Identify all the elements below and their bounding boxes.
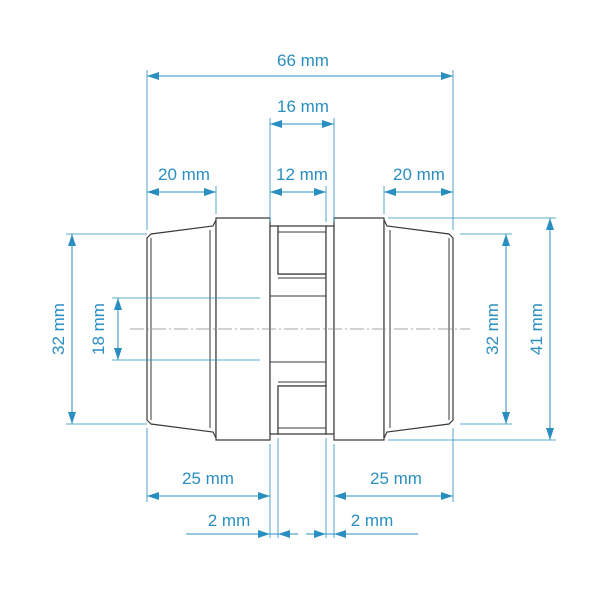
dim-right-gap: [306, 530, 418, 538]
label-right-neck-diameter: 32 mm: [483, 303, 502, 355]
dim-overall-length: [147, 72, 453, 80]
label-right-hub-length: 25 mm: [370, 469, 422, 488]
spider-element-lower: [277, 385, 327, 435]
label-outer-diameter: 41 mm: [527, 303, 546, 355]
dim-spider-width: [270, 188, 326, 196]
dim-bore-diameter: [114, 298, 122, 360]
dim-left-hub-length: [147, 492, 270, 500]
label-left-neck: 20 mm: [158, 165, 210, 184]
label-right-neck: 20 mm: [393, 165, 445, 184]
dim-left-neck: [147, 188, 216, 196]
label-left-gap: 2 mm: [208, 511, 251, 530]
dim-left-neck-diameter: [68, 234, 76, 424]
right-hub-jaw: [325, 225, 335, 435]
label-left-hub-length: 25 mm: [182, 469, 234, 488]
dim-outer-diameter: [546, 218, 554, 440]
label-left-neck-diameter: 32 mm: [49, 303, 68, 355]
label-jaw-width: 16 mm: [277, 97, 329, 116]
label-right-gap: 2 mm: [351, 511, 394, 530]
dim-right-neck-diameter: [502, 234, 510, 424]
spider-element: [277, 225, 327, 275]
label-overall-length: 66 mm: [277, 51, 329, 70]
coupling-body: [146, 217, 454, 441]
dim-right-neck: [384, 188, 453, 196]
dim-jaw-width: [270, 120, 334, 128]
label-spider-width: 12 mm: [276, 165, 328, 184]
dim-right-hub-length: [334, 492, 453, 500]
dim-left-gap: [186, 530, 298, 538]
label-bore-diameter: 18 mm: [89, 303, 108, 355]
